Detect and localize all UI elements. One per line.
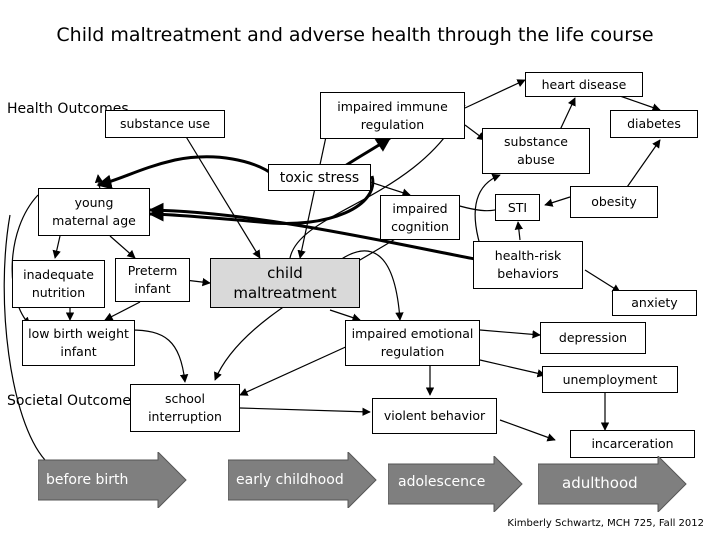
edge-obesity-to-sti [544,196,571,207]
edge-abuse-to-heart [559,97,576,131]
edge-stress-to-maternal [94,174,104,191]
node-inadequate-nutrition: inadequate nutrition [12,260,105,308]
node-anxiety: anxiety [612,290,697,316]
timeline-label-early-childhood: early childhood [236,472,344,488]
edge-health-risk-to-maternal-age [148,202,476,261]
node-toxic-stress: toxic stress [268,164,371,191]
edge-lbw-to-school [129,329,189,383]
societal-outcomes-label: Societal Outcomes [7,393,139,409]
node-diabetes: diabetes [610,110,698,138]
node-impaired-emotional-regulation: impaired emotional regulation [345,320,480,366]
edge-toxic-stress-to-immune [344,136,392,168]
node-depression: depression [540,322,646,354]
edge-maternal-to-nutrition [52,235,61,259]
author-credit: Kimberly Schwartz, MCH 725, Fall 2012 [507,518,704,529]
edge-healthrisk-to-sti [514,221,524,241]
edge-immune-to-abuse [464,124,486,141]
timeline-arrow-early-childhood [228,452,377,508]
node-impaired-immune-regulation: impaired immune regulation [320,92,465,139]
edge-toxic-stress-to-substance-use [96,155,276,190]
node-young-maternal-age: young maternal age [38,188,150,236]
timeline-label-adulthood: adulthood [562,474,638,492]
node-obesity: obesity [570,186,658,218]
node-violent-behavior: violent behavior [372,398,497,434]
node-unemployment: unemployment [542,366,678,393]
timeline-label-before-birth: before birth [46,472,129,488]
edge-maternal-to-preterm [109,235,136,259]
edge-emotional-to-depression [479,329,541,339]
node-impaired-cognition: impaired cognition [380,195,460,240]
edge-stress-to-cognition [369,181,411,197]
edge-emotional-to-unemployment [479,359,546,378]
node-child-maltreatment: child maltreatment [210,258,360,308]
edge-healthrisk-to-anxiety [584,269,621,293]
node-substance-abuse: substance abuse [482,128,590,174]
health-outcomes-label: Health Outcomes [7,101,129,117]
timeline-arrow-before-birth [38,452,187,508]
edge-violent-to-incarceration [499,419,556,442]
node-preterm-infant: Preterm infant [115,258,190,302]
edge-obesity-to-diabetes [624,139,661,191]
edge-healthrisk-to-abuse [474,173,501,246]
edge-left-curve-to-societal [3,214,46,461]
diagram-title: Child maltreatment and adverse health th… [56,24,654,46]
node-low-birth-weight-infant: low birth weight infant [22,320,135,366]
node-health-risk-behaviors: health-risk behaviors [473,241,583,289]
edge-emotional-to-school [239,344,351,396]
edge-substance-use-to-maltreatment [184,134,261,259]
node-heart-disease: heart disease [525,72,643,97]
node-sti: STI [495,194,540,221]
edge-heart-to-diabetes [619,95,661,112]
node-school-interruption: school interruption [130,384,240,432]
edge-maltreatment-to-stress [339,250,404,321]
node-incarceration: incarceration [570,430,695,458]
node-substance-use: substance use [105,110,225,138]
edge-maltreatment-to-emotional [329,309,361,322]
timeline-label-adolescence: adolescence [398,474,486,490]
edge-immune-to-heart [464,79,526,109]
edge-school-to-violent [239,407,371,416]
timeline-arrow-adulthood [538,456,687,512]
timeline-arrow-adolescence [388,456,523,512]
edge-preterm-to-lbw [104,301,141,321]
